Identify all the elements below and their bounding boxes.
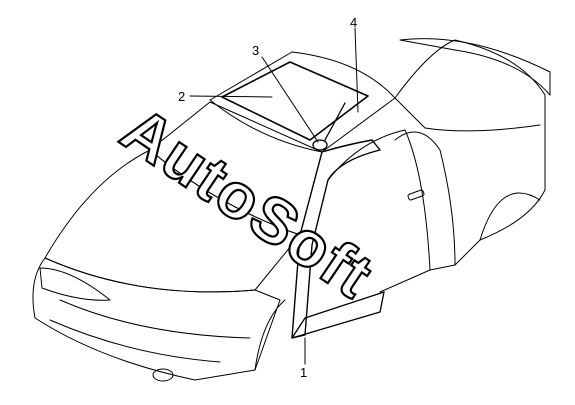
rear-spoiler: [399, 38, 551, 96]
side-window: [394, 97, 541, 132]
fog-lamp: [152, 368, 174, 382]
roof-outline: [209, 51, 396, 153]
sunroof-glass-panel: [221, 61, 369, 141]
door-sill: [291, 291, 385, 339]
grille-lower: [49, 319, 221, 363]
front-bumper: [32, 257, 281, 381]
leader-line-2: [189, 95, 273, 98]
door-opening: [327, 129, 431, 293]
callout-2: 2: [178, 89, 186, 104]
leader-line-4: [354, 27, 359, 113]
callout-4: 4: [350, 15, 358, 30]
headlight: [39, 267, 111, 301]
door-handle: [407, 189, 425, 201]
front-wheel-arch: [254, 299, 286, 371]
sunroof-drain-marker: [312, 139, 328, 151]
callout-1: 1: [300, 365, 308, 380]
rear-wheel-arch: [479, 192, 541, 241]
sunroof-drain-rod: [324, 102, 346, 141]
body-side-rear: [394, 39, 546, 266]
grille-upper: [59, 299, 251, 339]
leader-line-3: [261, 56, 319, 143]
door-panel: [394, 131, 456, 271]
callout-3: 3: [252, 43, 260, 58]
